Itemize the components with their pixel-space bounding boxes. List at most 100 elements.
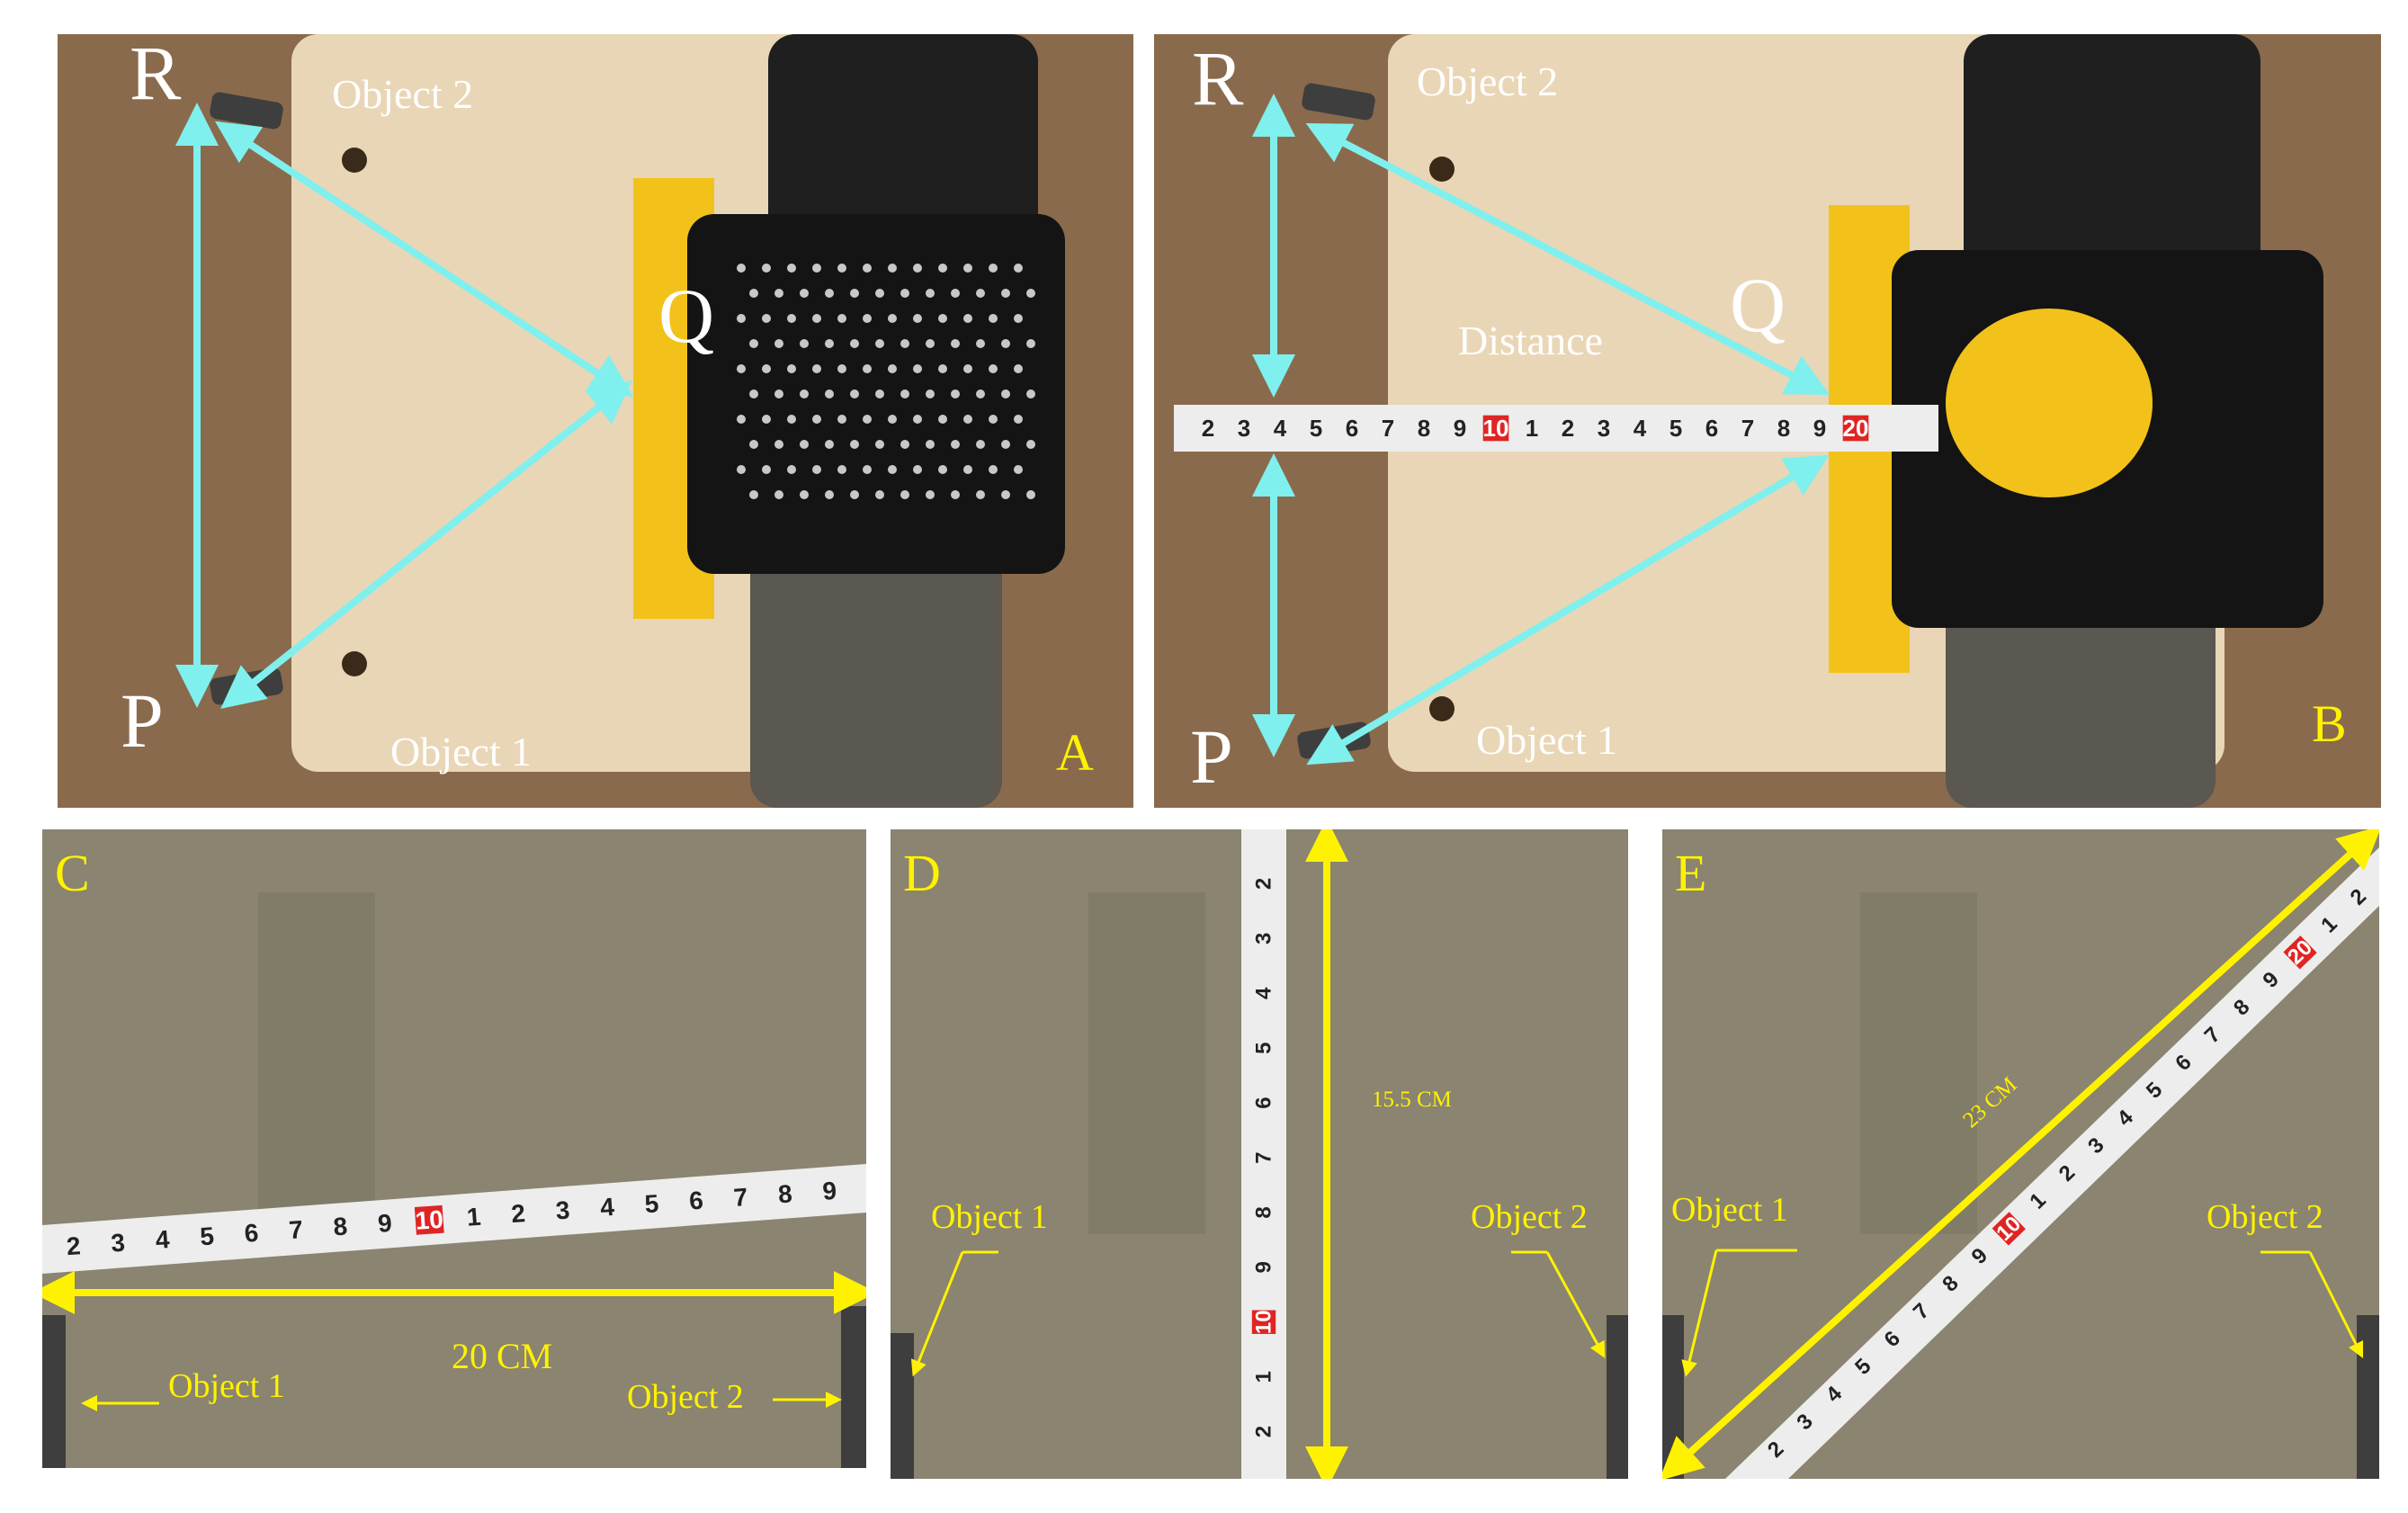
object-2-label: Object 2 (332, 71, 474, 117)
screw-hole (1429, 157, 1455, 182)
screw-hole (342, 148, 367, 173)
led-dot (850, 490, 859, 499)
led-dot (963, 264, 972, 273)
object-2-label: Object 2 (2207, 1198, 2323, 1236)
led-dot (737, 314, 746, 323)
tape-tick-label: 6 (244, 1219, 260, 1248)
led-dot (900, 440, 909, 449)
led-dot (913, 314, 922, 323)
led-dot (976, 490, 985, 499)
led-dot (976, 289, 985, 298)
tape-measure-strip (1725, 847, 2379, 1479)
tape-tick-label: 3 (1238, 415, 1250, 442)
tape-tick-label: 7 (1252, 1151, 1276, 1163)
tape-tick-label: 5 (1669, 415, 1682, 442)
battery-object-2 (2357, 1315, 2379, 1479)
led-dot (900, 339, 909, 348)
object-1-label: Object 1 (1476, 717, 1618, 763)
tape-tick-label: 3 (1598, 415, 1610, 442)
screw-hole (1429, 696, 1455, 721)
object-2-label: Object 2 (1471, 1198, 1588, 1236)
led-dot (1014, 314, 1023, 323)
tape-tick-label: 1 (466, 1203, 482, 1231)
led-dot (989, 465, 998, 474)
battery-object-2 (1302, 83, 1375, 121)
tape-tick-label: 4 (155, 1225, 171, 1254)
led-dot (737, 415, 746, 424)
led-dot (825, 339, 834, 348)
tape-tick-label: 9 (821, 1177, 837, 1205)
led-dot (1014, 465, 1023, 474)
led-dot (900, 389, 909, 398)
led-dot (762, 415, 771, 424)
led-dot (926, 289, 935, 298)
tape-tick-label: 2 (1202, 415, 1214, 442)
led-dot (888, 264, 897, 273)
panel-a: R Q P Object 2 Object 1 A (58, 34, 1133, 808)
led-dot (850, 440, 859, 449)
led-dot (926, 339, 935, 348)
tape-tick-label: 7 (1741, 415, 1754, 442)
led-dot (963, 465, 972, 474)
led-dot (837, 465, 846, 474)
led-dot (749, 339, 758, 348)
object-2-label: Object 2 (1417, 58, 1559, 104)
led-dot (837, 364, 846, 373)
battery-object-2 (1607, 1315, 1628, 1479)
led-dot (938, 364, 947, 373)
gray-pouch (750, 502, 1002, 808)
led-dot (837, 314, 846, 323)
led-dot (951, 490, 960, 499)
led-dot (863, 264, 872, 273)
object-2-pointer (1545, 1251, 1606, 1358)
tape-tick-label: 6 (1252, 1097, 1276, 1108)
object-1-label: Object 1 (390, 729, 533, 774)
led-dot (888, 465, 897, 474)
tape-red-marker (1251, 1310, 1276, 1334)
tape-tick-label: 5 (1252, 1043, 1276, 1054)
panel-letter-e: E (1675, 844, 1707, 902)
black-bag (1964, 34, 2260, 286)
object-2-pointer (2308, 1251, 2364, 1359)
led-dot (800, 490, 809, 499)
led-dot (926, 440, 935, 449)
tape-tick-label: 4 (599, 1193, 615, 1222)
arrow-r-q (214, 121, 634, 398)
tape-tick-label: 5 (1310, 415, 1322, 442)
tape-tick-label: 8 (777, 1179, 793, 1208)
tape-measure-case (1946, 309, 2153, 497)
led-dot (737, 465, 746, 474)
distance-label: Distance (1458, 318, 1603, 363)
led-dot (863, 415, 872, 424)
led-dot (913, 364, 922, 373)
led-dot (963, 364, 972, 373)
led-dot (875, 490, 884, 499)
tape-tick-label: 6 (688, 1186, 704, 1215)
tape-tick-label: 20 (1843, 415, 1869, 442)
led-dot (812, 364, 821, 373)
tape-tick-label: 6 (1346, 415, 1358, 442)
led-dot (749, 440, 758, 449)
measurement-label: 20 CM (452, 1336, 553, 1376)
led-dot (774, 289, 783, 298)
tape-tick-label: 1 (1526, 415, 1538, 442)
led-dot (850, 389, 859, 398)
led-dot (926, 389, 935, 398)
led-dot (825, 440, 834, 449)
led-dot (1001, 339, 1010, 348)
led-dot (812, 415, 821, 424)
object-1-pointer (1681, 1249, 1718, 1377)
led-dot (976, 389, 985, 398)
tape-tick-label: 5 (644, 1189, 660, 1218)
tape-red-marker (1842, 415, 1869, 442)
battery-object-2 (210, 92, 283, 130)
point-r-label: R (130, 34, 182, 116)
tape-measure-strip (1174, 405, 1938, 452)
led-dot (913, 264, 922, 273)
led-dot (787, 465, 796, 474)
